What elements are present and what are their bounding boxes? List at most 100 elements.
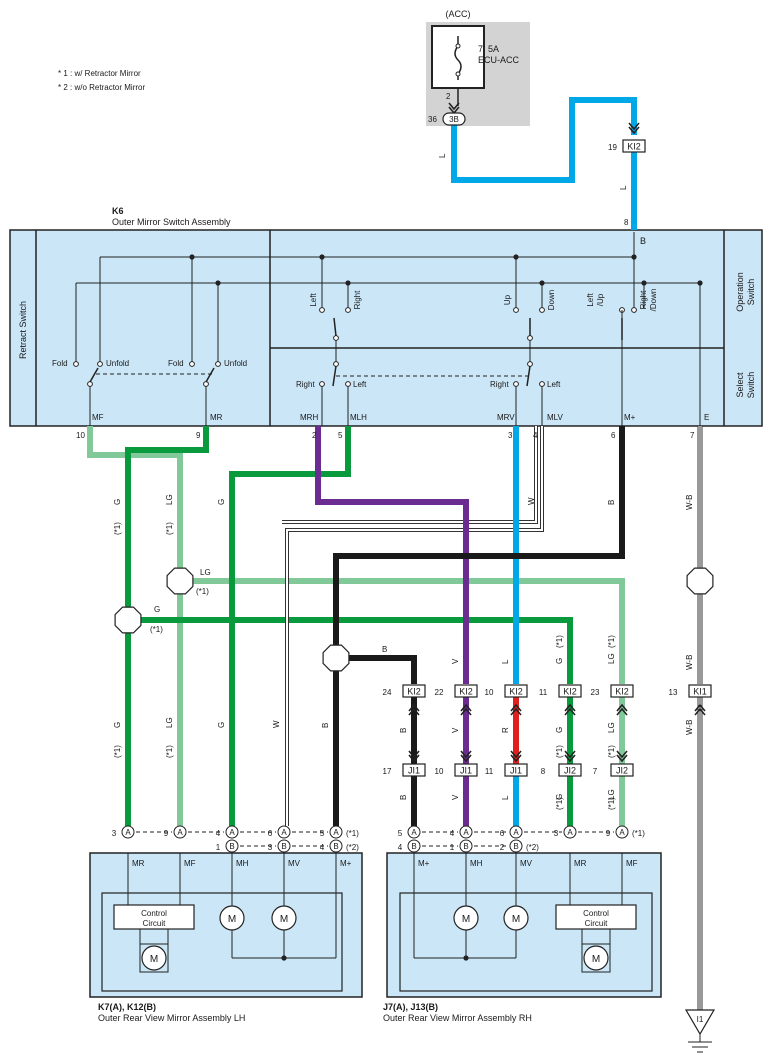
rh-b-pin [407,839,421,853]
lh-b-pin [329,839,343,853]
rh-a-pin-num: 9 [606,829,611,838]
op-leftup-label: Left [586,293,595,307]
wire-label: W-B [685,720,694,735]
wire-l-top [451,97,637,183]
switch-terminal [527,361,533,367]
chevron-row2 [616,754,628,763]
junction-dot [463,955,469,961]
wire-label: R [501,727,510,733]
chevron-row1 [460,703,472,712]
lh-opt2: (*2) [346,843,359,852]
connector-ki2-top-label: KI2 [627,142,641,152]
op-left-label: Left [309,293,318,307]
connector-row2-label: JI1 [460,766,472,776]
lh-a-pin-num: 4 [216,829,221,838]
wire-label: G [113,499,122,505]
lh-b-pin-num: 1 [216,843,221,852]
connector-row2 [454,763,478,777]
rh-a-pin-letter: A [567,828,573,837]
chevron-row2-2 [408,750,420,759]
sel-left-label: Left [353,380,367,389]
lh-a-pin [277,825,291,839]
switch-terminal [527,335,533,341]
wire-label: (*1) [555,635,564,648]
wire-label: (*1) [555,797,564,810]
unfold-label: Unfold [106,359,129,368]
connector-row1 [558,684,582,698]
lh-name: Outer Rear View Mirror Assembly LH [98,1013,245,1023]
fuse-name: ECU-ACC [478,55,520,65]
lh-a-pin-num: 5 [320,829,325,838]
k6-pin: 3 [508,431,513,440]
op-rightdown-label: Right [639,290,648,309]
switch-terminal [87,381,93,387]
rh-a-pin [563,825,577,839]
k6-terminal-M+: M+ [624,413,636,422]
ground-triangle [684,1009,716,1036]
rh-a-pin [459,825,473,839]
fuse-conn-pin: 36 [428,115,437,124]
chevron-row1 [564,703,576,712]
lh-motor-fold-text: M [150,954,158,965]
splice-lg-opt: (*1) [196,587,209,596]
switch-terminal [513,381,519,387]
rh-motor-h-text: M [462,914,470,925]
lh-control-text-2: Circuit [143,919,166,928]
connector-row1-pin: 22 [435,688,444,697]
sel-blade-1 [332,365,337,387]
chevron-row2 [510,754,522,763]
wire-w-mlv-b [282,426,537,523]
splice-lg [166,567,194,595]
switch-terminal [333,361,339,367]
fuse-supply: (ACC) [446,9,471,19]
wire-label: (*1) [555,745,564,758]
switch-terminal [539,307,545,313]
rh-terminal: MV [520,859,533,868]
lh-b-pin-letter: B [333,842,338,851]
lh-a-pin-letter: A [229,828,235,837]
connector-row1-label: KI1 [693,687,707,697]
wire-label: L [619,185,628,190]
wire-label: (*1) [607,797,616,810]
connector-ki2-top [622,139,646,153]
k6-switch-assembly [9,229,763,427]
rh-terminal: MF [626,859,638,868]
switch-terminal [319,307,325,313]
switch-terminal [319,381,325,387]
lh-a-pin [173,825,187,839]
connector-row1-pin: 11 [539,688,548,697]
connector-row2-label: JI1 [510,766,522,776]
chevron-row2-2 [564,750,576,759]
k6-b-label: B [640,236,646,246]
rh-a-pin-letter: A [619,828,625,837]
wire-label: B [321,723,330,728]
note-2: * 2 : w/o Retractor Mirror [58,83,145,92]
connector-row1-label: KI2 [615,687,629,697]
chevron-row2 [564,754,576,763]
wire-label: LG [165,717,174,728]
lh-terminal: MF [184,859,196,868]
op-rightdown-label-2: /Down [649,289,658,312]
lh-motor-h-text: M [228,914,236,925]
rh-control-text-2: Circuit [585,919,608,928]
lh-inner-box [101,892,343,992]
wire-lg-rh [190,578,625,684]
rh-b-pin [509,839,523,853]
rh-a-pin-num: 5 [398,829,403,838]
wire-label: V [451,658,460,664]
connector-row1 [402,684,426,698]
rh-motor-box [581,943,611,973]
rh-motor-v-text: M [512,914,520,925]
rh-control-text: Control [583,909,609,918]
wire-label: G [113,722,122,728]
fold-label: Fold [52,359,68,368]
switch-terminal [513,307,519,313]
connector-row2-label: JI2 [564,766,576,776]
rh-b-pin-letter: B [463,842,468,851]
k6-pin: 9 [196,431,201,440]
chevron-row2 [408,754,420,763]
ground-label: I1 [697,1015,704,1024]
retract-blade-2 [205,367,215,383]
splice-g [114,606,142,634]
switch-terminal [97,361,103,367]
